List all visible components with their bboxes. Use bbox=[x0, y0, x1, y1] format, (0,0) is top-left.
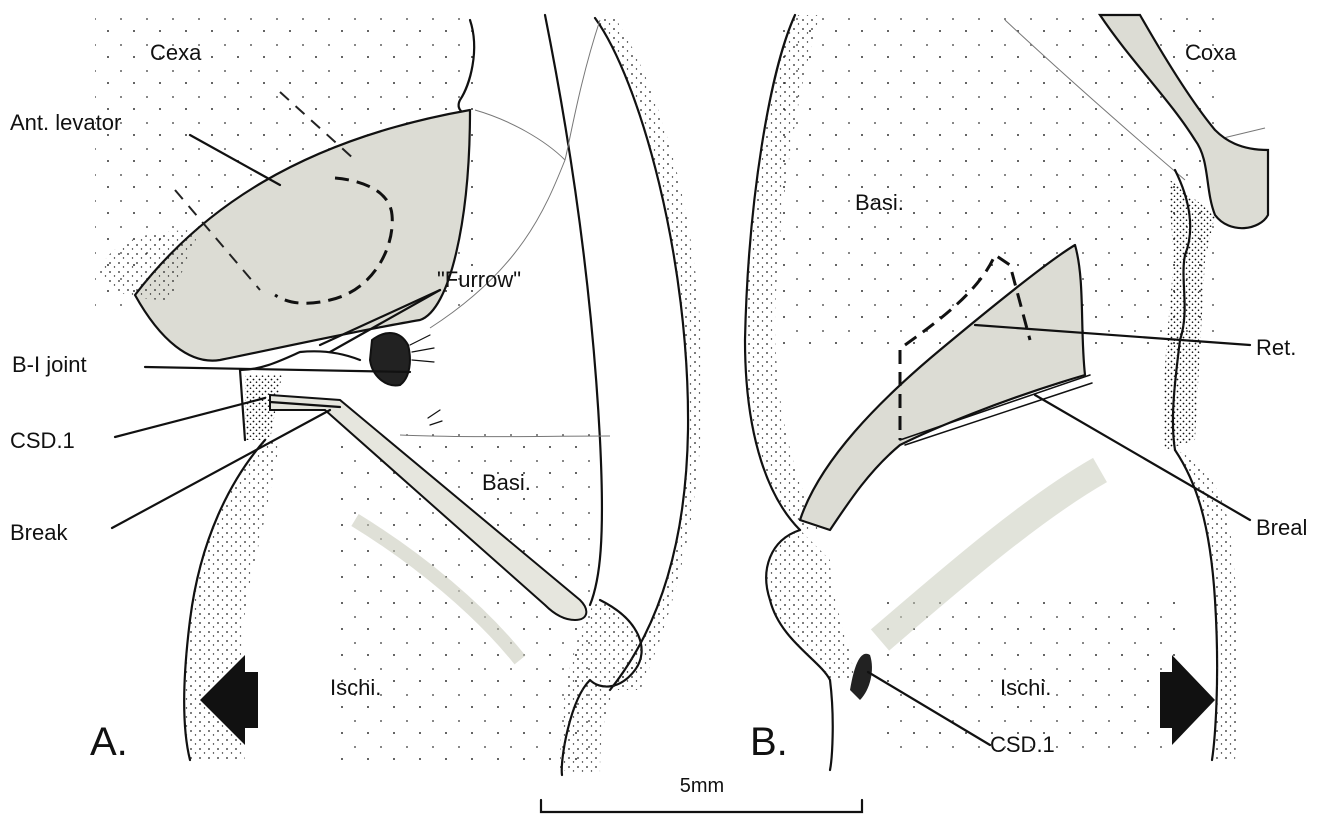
label-basi-a: Basi. bbox=[482, 470, 531, 495]
label-csd1-a: CSD.1 bbox=[10, 428, 75, 453]
label-break-b: Breal bbox=[1256, 515, 1307, 540]
label-ant-levator: Ant. levator bbox=[10, 110, 121, 135]
furrow-organ bbox=[370, 333, 410, 385]
label-coxa-a: Cexa bbox=[150, 40, 202, 65]
scale-bar-line bbox=[541, 800, 862, 812]
panel-a: Cexa Ant. levator "Furrow" B-I joint CSD… bbox=[10, 15, 703, 775]
panel-b: Coxa Basi. Ret. Breal Ischi. CSD.1 B. bbox=[745, 15, 1307, 770]
basis-edge-stipple-a bbox=[595, 18, 703, 690]
label-ischi-a: Ischi. bbox=[330, 675, 381, 700]
scale-bar: 5mm bbox=[541, 775, 862, 812]
sensilla-marks bbox=[410, 335, 442, 425]
label-b-i-joint: B-I joint bbox=[12, 352, 87, 377]
panel-letter-a: A. bbox=[90, 720, 128, 764]
csd-notch-b bbox=[850, 654, 872, 700]
label-ret: Ret. bbox=[1256, 335, 1296, 360]
label-furrow: "Furrow" bbox=[437, 267, 521, 292]
ischium-left-stipple-b bbox=[766, 530, 855, 680]
scale-bar-label: 5mm bbox=[680, 775, 724, 797]
panel-letter-b: B. bbox=[750, 720, 788, 764]
label-basi-b: Basi. bbox=[855, 190, 904, 215]
joint-edge-a bbox=[240, 351, 360, 370]
cuticle-line-a2 bbox=[475, 110, 565, 160]
label-coxa-b: Coxa bbox=[1185, 40, 1237, 65]
label-ischi-b: Ischi. bbox=[1000, 675, 1051, 700]
label-csd1-b: CSD.1 bbox=[990, 732, 1055, 757]
label-break-a: Break bbox=[10, 520, 68, 545]
leader-b-i-joint bbox=[145, 367, 410, 372]
